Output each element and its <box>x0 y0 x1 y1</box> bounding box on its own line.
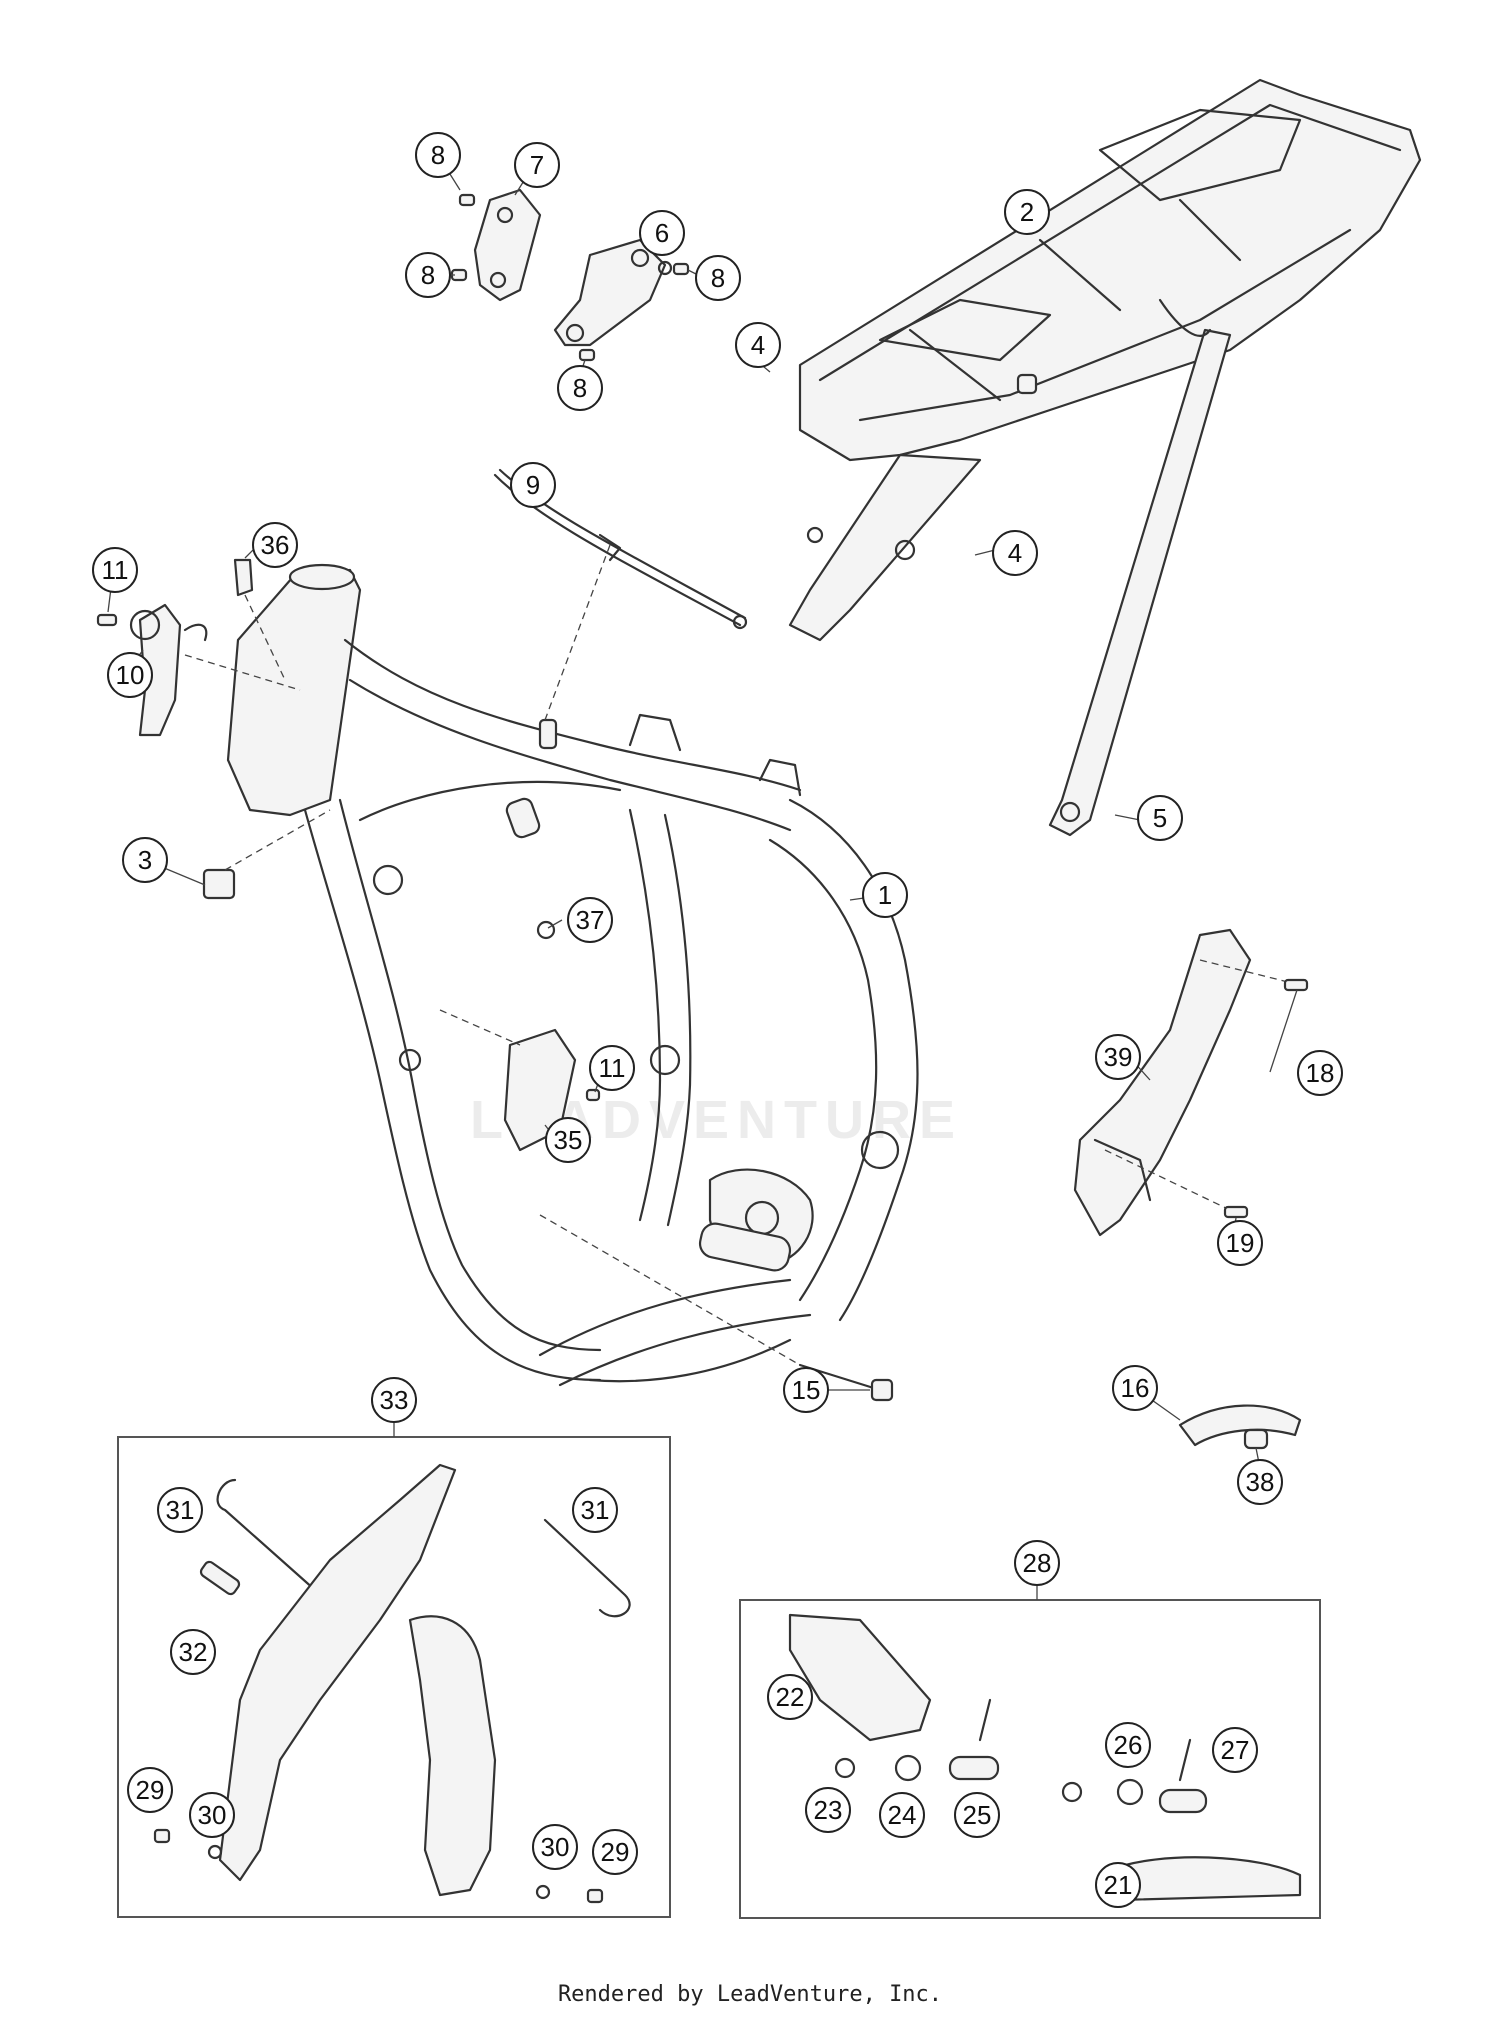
callout-11b-label: 11 <box>599 1053 626 1083</box>
callout-32-label: 32 <box>179 1637 208 1667</box>
callout-10-label: 10 <box>116 660 145 690</box>
callout-37: 37 <box>567 897 613 943</box>
kit-33-drawing <box>117 1422 671 1918</box>
callout-10: 10 <box>107 652 153 698</box>
callout-30b: 30 <box>532 1824 578 1870</box>
callout-9-label: 9 <box>526 470 540 500</box>
callout-29b: 29 <box>592 1829 638 1875</box>
callout-36-label: 36 <box>261 530 290 560</box>
callout-27-label: 27 <box>1221 1735 1250 1765</box>
subframe-drawing <box>788 78 1422 837</box>
callout-1: 1 <box>862 872 908 918</box>
callout-33-label: 33 <box>380 1385 409 1415</box>
small-parts-left-drawing <box>96 558 331 900</box>
callout-26: 26 <box>1105 1722 1151 1768</box>
callout-8b-label: 8 <box>421 260 435 290</box>
callout-31b-label: 31 <box>581 1495 610 1525</box>
callout-5-label: 5 <box>1153 803 1167 833</box>
callout-18: 18 <box>1297 1050 1343 1096</box>
callout-21: 21 <box>1095 1862 1141 1908</box>
callout-11a: 11 <box>92 547 138 593</box>
callout-36: 36 <box>252 522 298 568</box>
part-16-drawing <box>1178 1404 1302 1450</box>
callout-25-label: 25 <box>963 1800 992 1830</box>
callout-27: 27 <box>1212 1727 1258 1773</box>
callout-31a: 31 <box>157 1487 203 1533</box>
callout-21-label: 21 <box>1104 1870 1133 1900</box>
callout-23: 23 <box>805 1787 851 1833</box>
callout-8b: 8 <box>405 252 451 298</box>
callout-9: 9 <box>510 462 556 508</box>
callout-24-label: 24 <box>888 1800 917 1830</box>
callout-29a-label: 29 <box>136 1775 165 1805</box>
callout-22: 22 <box>767 1674 813 1720</box>
kit-28-drawing <box>739 1585 1321 1919</box>
callout-8a: 8 <box>415 132 461 178</box>
callout-16-label: 16 <box>1121 1373 1150 1403</box>
callout-24: 24 <box>879 1792 925 1838</box>
callout-37-label: 37 <box>576 905 605 935</box>
callout-7: 7 <box>514 142 560 188</box>
callout-11b: 11 <box>589 1045 635 1091</box>
callout-38-label: 38 <box>1246 1467 1275 1497</box>
callout-30a-label: 30 <box>198 1800 227 1830</box>
callout-16: 16 <box>1112 1365 1158 1411</box>
callout-8c-label: 8 <box>711 263 725 293</box>
callout-2-label: 2 <box>1020 197 1034 227</box>
callout-4b-label: 4 <box>1008 538 1022 568</box>
callout-1-label: 1 <box>878 880 892 910</box>
callout-2: 2 <box>1004 189 1050 235</box>
callout-26-label: 26 <box>1114 1730 1143 1760</box>
callout-4a-label: 4 <box>751 330 765 360</box>
callout-8c: 8 <box>695 255 741 301</box>
callout-33: 33 <box>371 1377 417 1423</box>
rendered-by-footer: Rendered by LeadVenture, Inc. <box>557 1982 943 2007</box>
callout-15: 15 <box>783 1367 829 1413</box>
callout-35-label: 35 <box>554 1125 583 1155</box>
callout-6: 6 <box>639 210 685 256</box>
callout-31a-label: 31 <box>166 1495 195 1525</box>
callout-23-label: 23 <box>814 1795 843 1825</box>
callout-19: 19 <box>1217 1220 1263 1266</box>
callout-3-label: 3 <box>138 845 152 875</box>
callout-7-label: 7 <box>530 150 544 180</box>
callout-31b: 31 <box>572 1487 618 1533</box>
callout-8d: 8 <box>557 365 603 411</box>
callout-18-label: 18 <box>1306 1058 1335 1088</box>
callout-28-label: 28 <box>1023 1548 1052 1578</box>
callout-38: 38 <box>1237 1459 1283 1505</box>
callout-6-label: 6 <box>655 218 669 248</box>
callout-28: 28 <box>1014 1540 1060 1586</box>
callout-30b-label: 30 <box>541 1832 570 1862</box>
callout-11a-label: 11 <box>102 555 129 585</box>
callout-5: 5 <box>1137 795 1183 841</box>
callout-30a: 30 <box>189 1792 235 1838</box>
callout-35: 35 <box>545 1117 591 1163</box>
callout-29b-label: 29 <box>601 1837 630 1867</box>
main-frame-drawing <box>226 563 919 1387</box>
protector-39-drawing <box>1073 928 1309 1237</box>
callout-39-label: 39 <box>1104 1042 1133 1072</box>
callout-4b: 4 <box>992 530 1038 576</box>
callout-25: 25 <box>954 1792 1000 1838</box>
callout-8d-label: 8 <box>573 373 587 403</box>
callout-32: 32 <box>170 1629 216 1675</box>
callout-3: 3 <box>122 837 168 883</box>
brackets-drawing <box>450 188 690 362</box>
callout-15-label: 15 <box>792 1375 821 1405</box>
callout-29a: 29 <box>127 1767 173 1813</box>
callout-19-label: 19 <box>1226 1228 1255 1258</box>
callout-8a-label: 8 <box>431 140 445 170</box>
callout-22-label: 22 <box>776 1682 805 1712</box>
callout-4a: 4 <box>735 322 781 368</box>
callout-39: 39 <box>1095 1034 1141 1080</box>
